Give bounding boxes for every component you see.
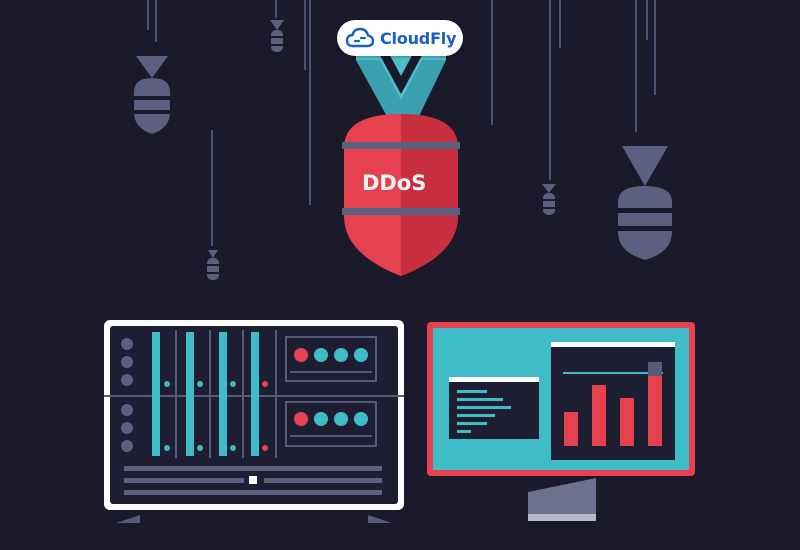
small-bomb-right	[618, 146, 672, 260]
rack-status-panel-top	[285, 336, 377, 382]
cloudfly-logo[interactable]: CloudFly	[337, 20, 463, 56]
ddos-bomb: DDoS	[342, 48, 460, 276]
small-bomb-top	[270, 20, 284, 52]
server-rack	[104, 320, 404, 523]
rack-bottom-slots	[124, 466, 382, 495]
monitor	[427, 322, 695, 521]
falling-trails	[147, 0, 656, 246]
small-bomb-mid-right	[542, 184, 556, 215]
cloud-icon	[346, 27, 374, 48]
small-bomb-left	[134, 56, 170, 134]
bomb-label: DDoS	[362, 171, 426, 195]
rack-indicator-dots	[121, 338, 133, 452]
brand-name: CloudFly	[380, 28, 457, 48]
monitor-chart-window	[551, 342, 675, 460]
rack-status-panel-bottom	[285, 401, 377, 447]
monitor-code-window	[449, 377, 539, 439]
small-bomb-mid-left	[207, 250, 219, 280]
rack-drive-bays	[152, 330, 277, 458]
